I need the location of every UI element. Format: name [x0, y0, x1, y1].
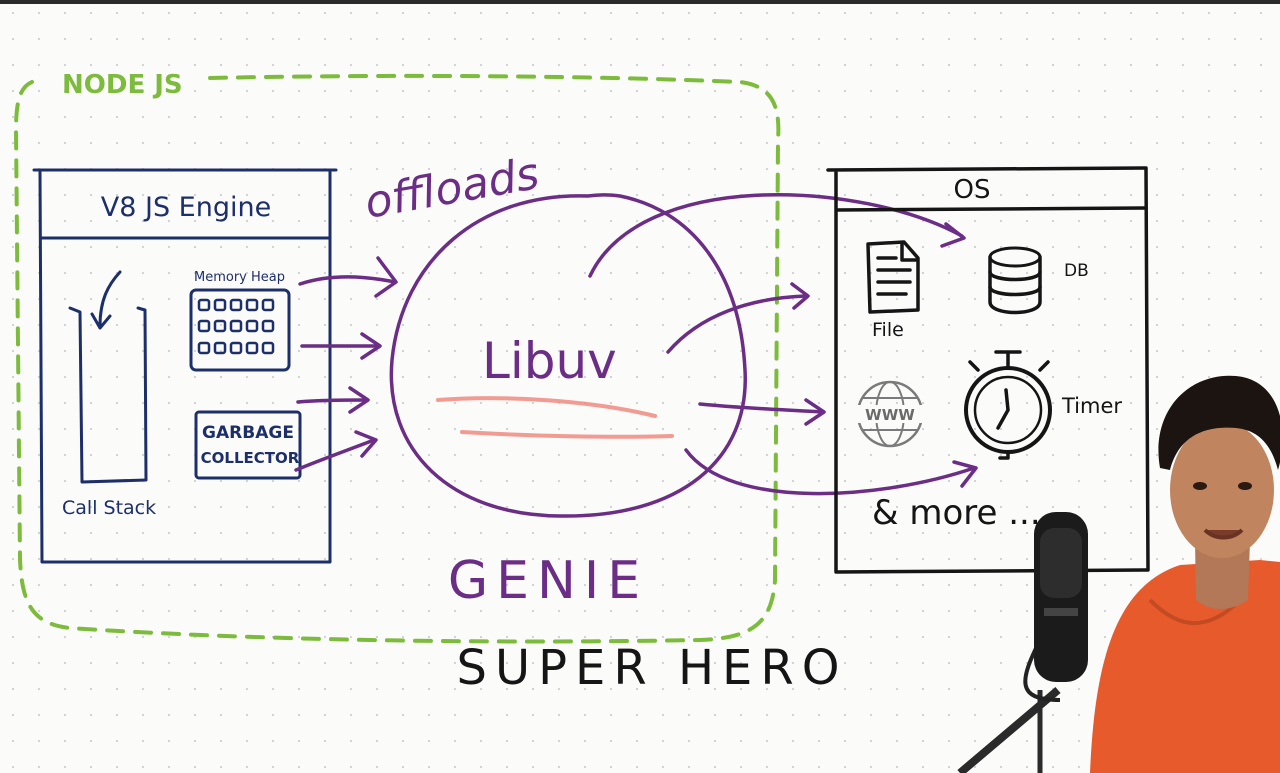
database-icon — [988, 246, 1042, 315]
presenter-webcam-overlay — [957, 375, 1280, 773]
genie-label: GENIE — [448, 551, 648, 611]
www-label: WWW — [865, 406, 915, 424]
db-label: DB — [1064, 261, 1089, 281]
nodejs-boundary — [13, 73, 781, 644]
nodejs-label: NODE JS — [62, 70, 183, 100]
timer-label: Timer — [1061, 394, 1122, 418]
offloads-label: offloads — [361, 148, 543, 229]
os-box — [826, 166, 1150, 574]
arrows-v8-to-libuv — [294, 256, 398, 472]
v8-engine-title: V8 JS Engine — [101, 192, 271, 223]
call-stack-label: Call Stack — [62, 497, 156, 519]
more-label: & more ... — [872, 493, 1041, 533]
super-hero-label: SUPER HERO — [456, 640, 847, 696]
memory-heap-grid — [189, 288, 291, 372]
timer-icon — [964, 350, 1052, 460]
v8-engine-box — [32, 168, 338, 564]
garbage-collector-line2: COLLECTOR — [201, 449, 300, 467]
call-stack — [68, 270, 148, 484]
file-icon — [866, 240, 920, 314]
top-border — [0, 0, 1280, 4]
file-label: File — [872, 319, 904, 341]
globe-icon — [856, 380, 924, 448]
garbage-collector-box — [194, 410, 302, 480]
memory-heap-label: Memory Heap — [194, 270, 285, 285]
libuv-highlight — [436, 396, 674, 439]
garbage-collector-line1: GARBAGE — [202, 423, 294, 443]
os-title: OS — [954, 175, 991, 205]
libuv-label: Libuv — [482, 332, 617, 390]
arrows-libuv-to-os — [588, 192, 978, 496]
